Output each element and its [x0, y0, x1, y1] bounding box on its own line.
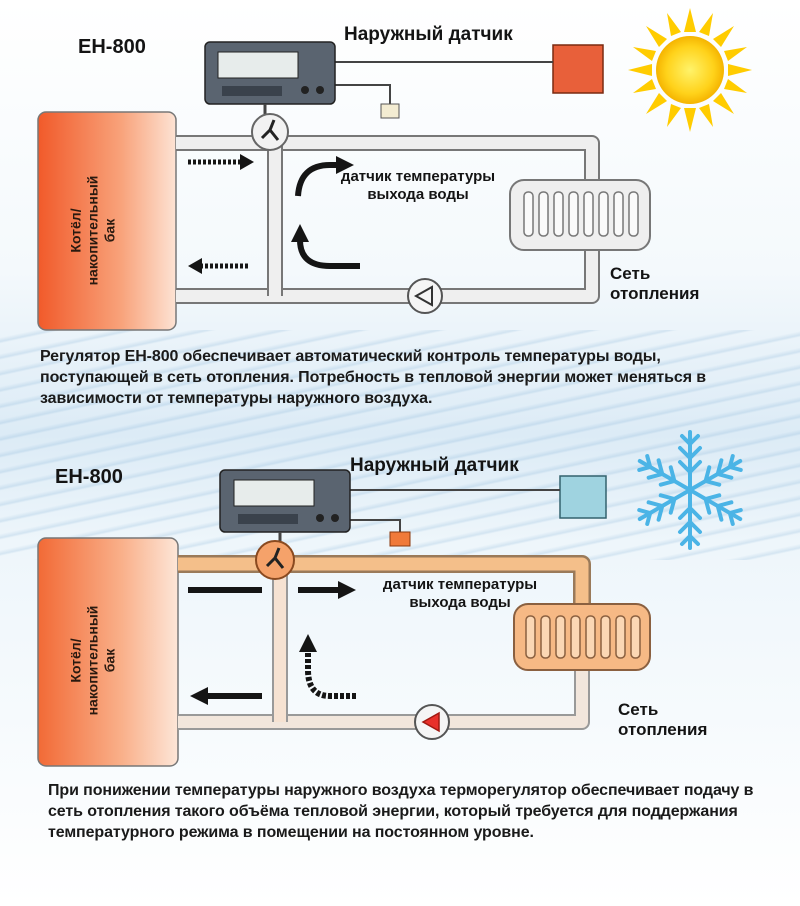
outdoor-sensor-box: [559, 475, 607, 519]
top-network-label-line2: отопления: [610, 284, 700, 303]
top-outdoor-sensor-label: Наружный датчик: [344, 24, 513, 45]
top-tank-label-line1: Котёл/: [67, 208, 84, 253]
bottom-description: При понижении температуры наружного возд…: [48, 782, 754, 841]
water-sensor-wire: [330, 84, 391, 108]
water-sensor-wire: [345, 519, 401, 536]
top-water-sensor-label: датчик температуры выхода воды: [308, 168, 528, 204]
top-network-label-line1: Сеть: [610, 264, 651, 283]
tank-boiler: [37, 111, 177, 331]
water-sensor-plug: [380, 103, 400, 119]
outdoor-sensor-box: [552, 44, 604, 94]
bottom-tank-label-line3: бак: [101, 648, 118, 673]
radiator: [509, 179, 651, 251]
top-tank-label-line2: накопительный: [84, 175, 101, 286]
bottom-water-sensor-label: датчик температуры выхода воды: [350, 576, 570, 612]
controller-unit: [219, 469, 351, 552]
bottom-network-label-line2: отопления: [618, 720, 708, 739]
bottom-water-sensor-label-line2: выхода воды: [409, 594, 511, 611]
mixing-valve: [251, 113, 289, 151]
pipes: [176, 135, 600, 304]
controller-unit: [204, 41, 336, 122]
pipes: [178, 555, 591, 730]
pump-icon: [414, 704, 450, 740]
top-water-sensor-label-line2: выхода воды: [367, 186, 469, 203]
sun-icon: [628, 8, 752, 132]
top-description: Регулятор ЕН-800 обеспечивает автоматиче…: [40, 348, 707, 407]
flow-arrows: [188, 581, 356, 705]
top-model-label: ЕН-800: [78, 36, 146, 58]
top-network-label: Сеть отопления: [610, 264, 699, 304]
bottom-diagram: [37, 430, 748, 767]
pump-icon: [407, 278, 443, 314]
top-water-sensor-label-line1: датчик температуры: [340, 168, 496, 185]
flow-arrows: [188, 154, 360, 274]
snowflake-icon: [632, 430, 748, 550]
bottom-tank-label-line2: накопительный: [84, 605, 101, 716]
bottom-tank-label: Котёл/ накопительный бак: [68, 586, 119, 736]
top-tank-label-line3: бак: [101, 218, 118, 243]
top-diagram: [37, 8, 752, 331]
bottom-water-sensor-label-line1: датчик температуры: [382, 576, 538, 593]
bottom-network-label-line1: Сеть: [618, 700, 659, 719]
water-sensor-plug: [389, 531, 411, 547]
bottom-tank-label-line1: Котёл/: [67, 638, 84, 683]
mixing-valve: [255, 540, 295, 580]
bottom-outdoor-sensor-label: Наружный датчик: [350, 455, 519, 476]
bottom-network-label: Сеть отопления: [618, 700, 707, 740]
tank-boiler: [37, 537, 179, 767]
radiator: [513, 603, 651, 671]
bottom-model-label: ЕН-800: [55, 466, 123, 488]
top-tank-label: Котёл/ накопительный бак: [68, 156, 119, 306]
